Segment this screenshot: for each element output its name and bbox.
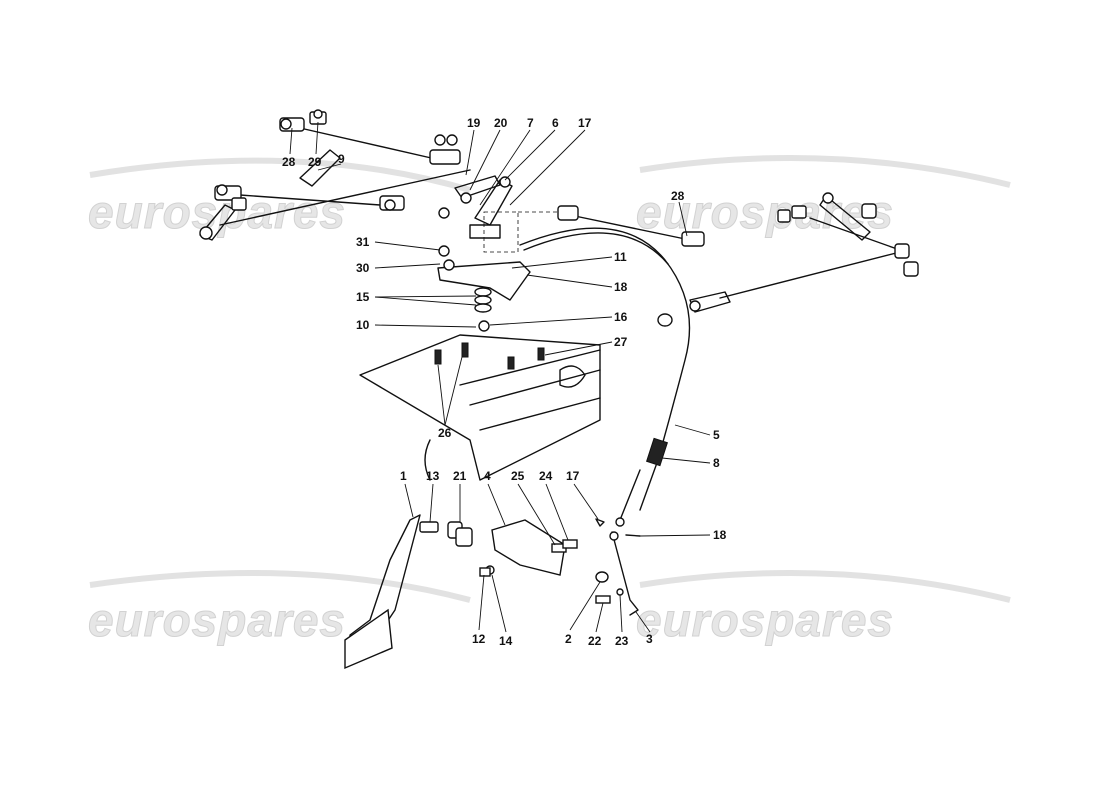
- callout-label: 31: [356, 235, 370, 249]
- callout-label: 27: [614, 335, 628, 349]
- accelerator-cable: [519, 227, 691, 527]
- callout-label: 17: [578, 116, 592, 130]
- callout-label: 13: [426, 469, 440, 483]
- callout-label: 23: [615, 634, 629, 648]
- callout-label: 25: [511, 469, 525, 483]
- callout-label: 6: [552, 116, 559, 130]
- callout-label: 14: [499, 634, 513, 648]
- callout-label: 18: [614, 280, 628, 294]
- upper-right-linkage: [557, 192, 919, 327]
- callout-label: 18: [713, 528, 727, 542]
- callout-label: 9: [338, 152, 345, 166]
- callout-label: 7: [527, 116, 534, 130]
- callout-label: 15: [356, 290, 370, 304]
- callout-label: 17: [566, 469, 580, 483]
- leader-lines: [289, 121, 711, 633]
- callout-label: 16: [614, 310, 628, 324]
- callout-label: 4: [484, 469, 491, 483]
- callout-labels: 19 20 7 6 17 28 29 9 28 31 30 11 18 15 1…: [282, 116, 727, 648]
- callout-label: 28: [671, 189, 685, 203]
- callout-label: 30: [356, 261, 370, 275]
- callout-label: 22: [588, 634, 602, 648]
- callout-label: 26: [438, 426, 452, 440]
- callout-label: 10: [356, 318, 370, 332]
- callout-label: 8: [713, 456, 720, 470]
- callout-label: 20: [494, 116, 508, 130]
- callout-label: 28: [282, 155, 296, 169]
- callout-label: 11: [614, 250, 627, 264]
- callout-label: 3: [646, 632, 653, 646]
- watermark-bottom-left: eurospares: [88, 594, 346, 646]
- callout-label: 12: [472, 632, 486, 646]
- watermark-bottom-right: eurospares: [636, 594, 894, 646]
- pedal-assembly: [344, 514, 641, 670]
- callout-label: 24: [539, 469, 553, 483]
- callout-label: 1: [400, 469, 407, 483]
- callout-label: 5: [713, 428, 720, 442]
- callout-label: 2: [565, 632, 572, 646]
- central-lever-assembly: [437, 175, 568, 332]
- callout-label: 19: [467, 116, 481, 130]
- callout-label: 21: [453, 469, 467, 483]
- engine-cover: [359, 334, 601, 481]
- callout-label: 29: [308, 155, 322, 169]
